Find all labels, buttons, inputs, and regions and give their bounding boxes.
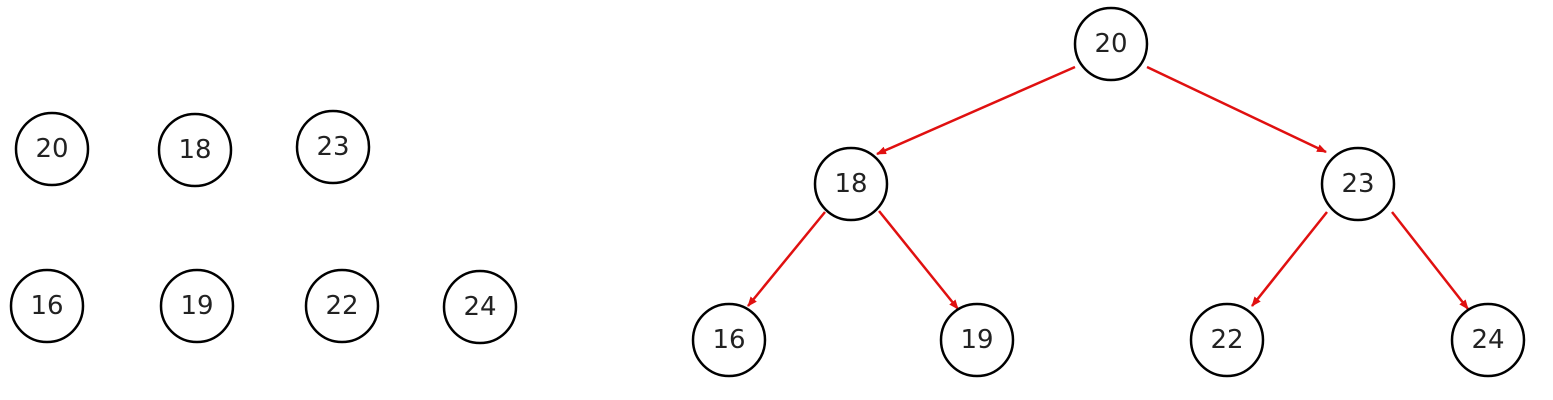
tree-nodes: 20 18 23 16 19 22 24 bbox=[691, 6, 1526, 378]
tree-node-label: 18 bbox=[834, 169, 867, 199]
loose-node: 22 bbox=[304, 268, 380, 344]
tree-node-label: 20 bbox=[1094, 29, 1127, 59]
tree-node: 16 bbox=[691, 302, 767, 378]
tree-node-label: 16 bbox=[712, 325, 745, 355]
tree-node: 19 bbox=[939, 302, 1015, 378]
loose-node: 20 bbox=[14, 111, 90, 187]
loose-node: 18 bbox=[157, 112, 233, 188]
loose-node: 16 bbox=[9, 268, 85, 344]
loose-node-label: 19 bbox=[180, 291, 213, 321]
loose-node: 23 bbox=[295, 109, 371, 185]
tree-node: 24 bbox=[1450, 302, 1526, 378]
loose-node: 24 bbox=[442, 269, 518, 345]
loose-node-label: 24 bbox=[463, 292, 496, 322]
tree-edges bbox=[747, 65, 1469, 310]
loose-nodes: 20 18 23 16 19 22 24 bbox=[9, 109, 518, 345]
loose-node-label: 22 bbox=[325, 291, 358, 321]
tree-node-root: 20 bbox=[1073, 6, 1149, 82]
tree-node-label: 19 bbox=[960, 325, 993, 355]
tree-node: 18 bbox=[813, 146, 889, 222]
edge-18-16 bbox=[747, 211, 826, 307]
loose-node-label: 20 bbox=[35, 134, 68, 164]
edge-23-22 bbox=[1251, 211, 1328, 307]
edge-18-19 bbox=[878, 210, 959, 310]
edge-20-23 bbox=[1146, 65, 1327, 154]
loose-node: 19 bbox=[159, 268, 235, 344]
edge-20-18 bbox=[876, 65, 1076, 156]
edge-23-24 bbox=[1391, 211, 1469, 310]
loose-node-label: 23 bbox=[316, 132, 349, 162]
tree-node-label: 23 bbox=[1341, 169, 1374, 199]
loose-node-label: 16 bbox=[30, 291, 63, 321]
loose-node-label: 18 bbox=[178, 135, 211, 165]
tree-node-label: 22 bbox=[1210, 325, 1243, 355]
tree-node-label: 24 bbox=[1471, 325, 1504, 355]
tree-node: 22 bbox=[1189, 302, 1265, 378]
tree-node: 23 bbox=[1320, 146, 1396, 222]
